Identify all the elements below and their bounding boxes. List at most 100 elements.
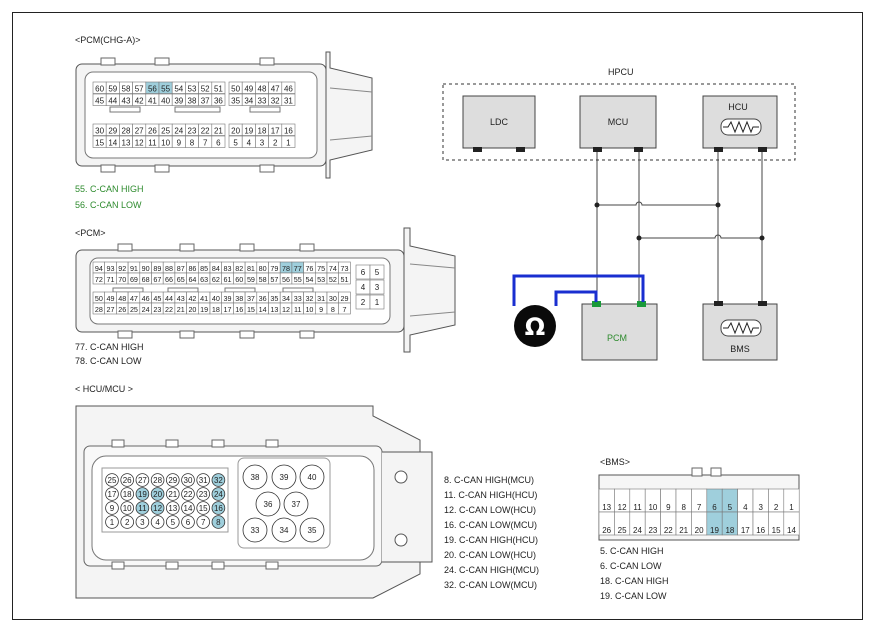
pin-23: 23	[644, 511, 661, 536]
pin-37: 37	[244, 291, 258, 304]
pin-40: 40	[299, 464, 325, 490]
pin-35: 35	[268, 291, 281, 304]
pin-11: 11	[135, 501, 150, 515]
pin-label: 73	[341, 264, 349, 273]
pin-34: 34	[241, 93, 256, 106]
pin-label: 29	[341, 294, 349, 303]
pin-52: 52	[326, 272, 339, 285]
pin-label: 6	[712, 503, 717, 512]
pin-48: 48	[116, 291, 129, 304]
pin-label: 58	[259, 275, 267, 284]
pin-13: 13	[119, 135, 133, 148]
pin-label: 3	[140, 518, 145, 527]
pin-label: 84	[212, 264, 220, 273]
pin-14: 14	[783, 511, 800, 536]
pin-label: 64	[188, 275, 196, 284]
pin-9: 9	[105, 501, 119, 515]
pin-24: 24	[629, 511, 646, 536]
pin-26: 26	[116, 302, 129, 315]
pin-label: 32	[271, 96, 280, 105]
pin-88: 88	[162, 261, 176, 274]
pin-22: 22	[198, 123, 213, 136]
pin-label: 7	[201, 518, 206, 527]
pin-5: 5	[166, 515, 180, 529]
pin-56: 56	[145, 81, 160, 94]
pin-16: 16	[211, 501, 226, 515]
pin-label: 92	[118, 264, 126, 273]
pin-31: 31	[281, 93, 296, 106]
pin-label: 49	[244, 84, 253, 93]
pin-label: 67	[153, 275, 161, 284]
pin-19: 19	[706, 511, 723, 536]
pin-label: 78	[282, 264, 290, 273]
pin-label: 14	[787, 526, 796, 535]
pin-label: 36	[264, 500, 273, 509]
bms-note-2: 6. C-CAN LOW	[600, 561, 662, 571]
pin-label: 93	[107, 264, 115, 273]
pin-6: 6	[355, 264, 371, 280]
pin-25: 25	[127, 302, 141, 315]
pin-label: 70	[118, 275, 126, 284]
pin-1: 1	[281, 135, 296, 148]
pin-label: 88	[165, 264, 173, 273]
pin-61: 61	[221, 272, 234, 285]
pin-label: 23	[648, 526, 657, 535]
pin-label: 35	[270, 294, 278, 303]
pin-label: 16	[214, 504, 223, 513]
pin-29: 29	[166, 473, 180, 487]
pin-1: 1	[105, 515, 119, 529]
pin-label: 34	[282, 294, 290, 303]
pin-54: 54	[303, 272, 316, 285]
pin-label: 23	[188, 126, 197, 135]
pin-label: 55	[161, 84, 170, 93]
pin-24: 24	[171, 123, 186, 136]
pin-label: 6	[361, 268, 366, 277]
pin-35: 35	[228, 93, 243, 106]
pin-label: 40	[161, 96, 170, 105]
pcm-chg-a-title: <PCM(CHG-A)>	[75, 35, 141, 45]
pin-label: 38	[235, 294, 243, 303]
pin-label: 10	[161, 138, 170, 147]
pin-label: 28	[122, 126, 131, 135]
pin-94: 94	[92, 261, 105, 274]
pin-28: 28	[119, 123, 133, 136]
bms-note-3: 18. C-CAN HIGH	[600, 576, 669, 586]
pcm-note-2: 78. C-CAN LOW	[75, 356, 142, 366]
pin-21: 21	[166, 487, 180, 501]
pin-label: 36	[259, 294, 267, 303]
pin-label: 44	[108, 96, 117, 105]
pin-84: 84	[209, 261, 222, 274]
pin-87: 87	[174, 261, 187, 274]
pin-label: 94	[95, 264, 103, 273]
pin-8: 8	[675, 488, 692, 513]
pin-label: 47	[271, 84, 280, 93]
pin-58: 58	[256, 272, 269, 285]
pin-label: 23	[153, 305, 161, 314]
pin-label: 15	[772, 526, 781, 535]
ohmmeter: Ω	[514, 305, 556, 347]
pin-69: 69	[127, 272, 141, 285]
pin-label: 25	[108, 476, 117, 485]
pin-39: 39	[221, 291, 234, 304]
pin-label: 11	[294, 305, 301, 314]
pin-label: 59	[108, 84, 117, 93]
pin-8: 8	[185, 135, 199, 148]
pin-label: 29	[108, 126, 117, 135]
pin-64: 64	[186, 272, 199, 285]
hcu-resistor-icon	[723, 120, 759, 134]
pin-label: 46	[142, 294, 150, 303]
pin-22: 22	[660, 511, 677, 536]
pin-79: 79	[268, 261, 281, 274]
pin-label: 9	[319, 305, 323, 314]
pin-label: 32	[214, 476, 223, 485]
pin-label: 3	[375, 283, 380, 292]
pin-label: 2	[361, 298, 366, 307]
pin-label: 44	[165, 294, 173, 303]
pin-25: 25	[105, 473, 119, 487]
pin-label: 33	[294, 294, 302, 303]
pin-5: 5	[369, 264, 385, 280]
pin-83: 83	[221, 261, 234, 274]
pin-label: 10	[123, 504, 132, 513]
